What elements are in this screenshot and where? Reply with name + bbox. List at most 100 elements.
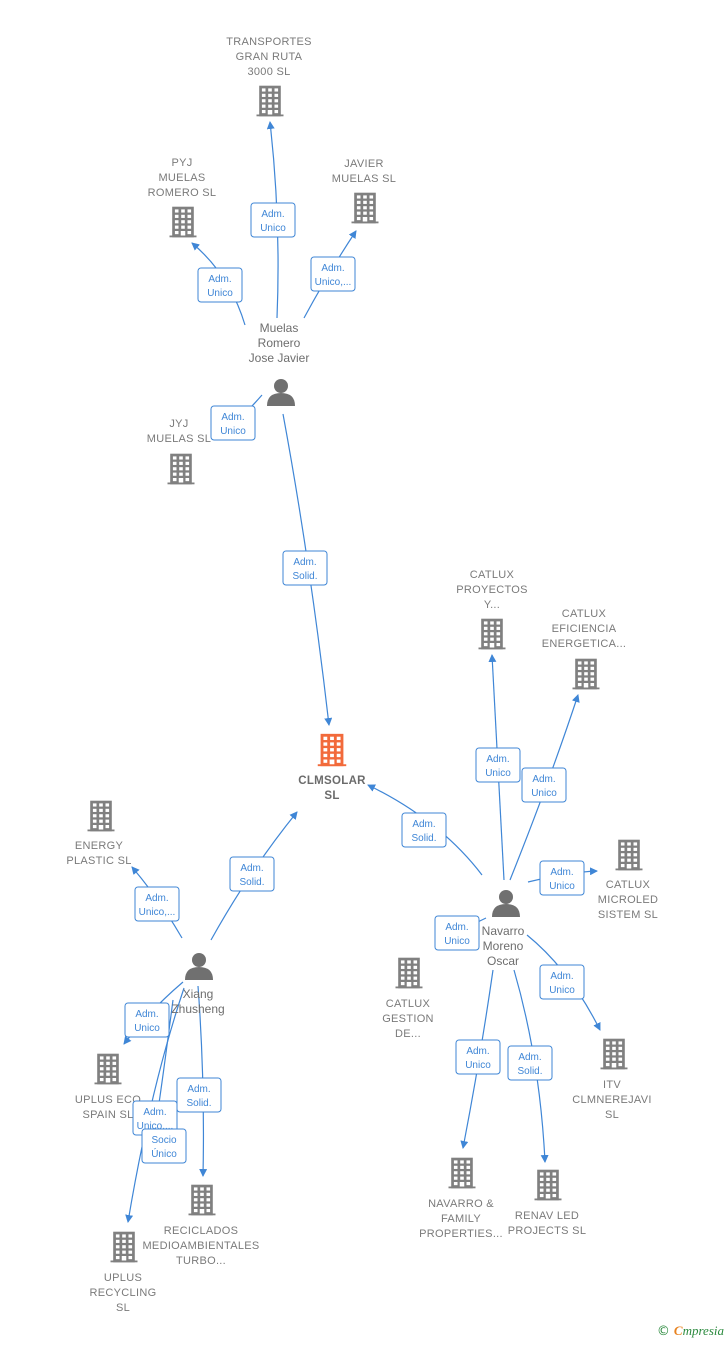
edge-label-box[interactable]: Adm.Solid. [401, 812, 447, 848]
edge-label-text: Unico [444, 936, 470, 947]
person-icon [185, 953, 213, 980]
edge-label-box[interactable]: Adm.Unico [521, 767, 567, 803]
edge-label-box[interactable]: Adm.Unico [210, 405, 256, 441]
node-label: CLMSOLAR [298, 775, 366, 787]
edge-label-box[interactable]: Adm.Unico [475, 747, 521, 783]
node-label: JAVIER [344, 158, 384, 170]
node-label: MUELAS [158, 172, 205, 184]
node-label: CATLUX [386, 998, 431, 1010]
edge-label-box[interactable]: Adm.Unico [124, 1002, 170, 1038]
building-icon [395, 957, 423, 989]
company-node-clmsolar[interactable]: CLMSOLAR SL [298, 733, 366, 802]
edge-label-box[interactable]: Adm.Solid. [507, 1045, 553, 1081]
edge-label-background [475, 747, 521, 783]
edge-label-box[interactable]: Adm.Unico,... [134, 886, 180, 922]
edge-label-text: Adm. [293, 557, 316, 568]
company-node-navarro_fam[interactable]: NAVARRO &FAMILYPROPERTIES... [419, 1157, 503, 1240]
brand-first-letter: C [673, 1323, 683, 1338]
edge-label-text: Unico,... [139, 907, 176, 918]
company-node-reciclados[interactable]: RECICLADOSMEDIOAMBIENTALESTURBO... [142, 1184, 259, 1267]
edge-label-text: Adm. [412, 819, 435, 830]
edge-label-text: Adm. [221, 412, 244, 423]
node-label: ENERGY [75, 840, 124, 852]
node-label: Muelas [260, 321, 299, 335]
node-label: Oscar [487, 954, 519, 968]
edge-line [125, 987, 185, 1223]
edge-label-box[interactable]: Adm.Unico [197, 267, 243, 303]
edge-label-background [197, 267, 243, 303]
node-label: SL [605, 1109, 619, 1121]
building-icon [110, 1231, 138, 1263]
edge-label-background [134, 886, 180, 922]
edge-xiang-to-uplus_rec [125, 987, 185, 1223]
edge-label-box[interactable]: Adm.Unico,... [310, 256, 356, 292]
edge-label-box[interactable]: Adm. Solid. [282, 550, 328, 586]
company-node-renav[interactable]: RENAV LED PROJECTS SL [508, 1169, 587, 1237]
node-label: CLMNEREJAVI [572, 1094, 652, 1106]
building-icon [448, 1157, 476, 1189]
edge-label-text: Adm. [466, 1046, 489, 1057]
edge-label-text: Adm. [550, 971, 573, 982]
node-label: PLASTIC SL [66, 855, 131, 867]
edge-label-text: Adm. [550, 867, 573, 878]
edge-label-background [282, 550, 328, 586]
edge-label-background [310, 256, 356, 292]
building-icon [534, 1169, 562, 1201]
node-label: Moreno [483, 939, 524, 953]
building-icon [94, 1053, 122, 1085]
node-label: Zhusheng [171, 1002, 224, 1016]
edge-label-background [539, 860, 585, 896]
copyright-symbol: © [656, 1324, 670, 1339]
edge-label-background [455, 1039, 501, 1075]
edge-label-text: Adm. [486, 754, 509, 765]
edge-label-text: Adm. [240, 863, 263, 874]
company-node-catlux_proy[interactable]: CATLUXPROYECTOSY... [456, 569, 528, 650]
node-label: PYJ [171, 157, 192, 169]
company-node-catlux_gest[interactable]: CATLUXGESTIONDE... [382, 957, 434, 1040]
node-label: DE... [395, 1028, 421, 1040]
node-label: SL [324, 790, 339, 802]
edge-label-background [250, 202, 296, 238]
person-icon [492, 890, 520, 917]
building-icon [256, 85, 284, 117]
company-node-energy[interactable]: ENERGY PLASTIC SL [66, 800, 131, 867]
node-label: CATLUX [562, 608, 607, 620]
company-node-catlux_ef[interactable]: CATLUXEFICIENCIAENERGETICA... [542, 608, 627, 690]
node-label: SISTEM SL [598, 909, 658, 921]
edge-label-box[interactable]: Adm.Unico [455, 1039, 501, 1075]
node-label: Romero [258, 336, 301, 350]
node-label: PROJECTS SL [508, 1225, 587, 1237]
brand-name: mpresia [682, 1323, 724, 1338]
edge-label-box[interactable]: Adm.Unico [539, 860, 585, 896]
edge-label-box[interactable]: Adm.Unico [250, 202, 296, 238]
edge-label-text: Adm. [518, 1052, 541, 1063]
edge-label-text: Solid. [292, 571, 317, 582]
building-icon [317, 733, 347, 767]
node-label: RENAV LED [515, 1210, 579, 1222]
edge-label-box[interactable]: Adm.Unico,... [132, 1100, 178, 1136]
edge-label-box[interactable]: Adm.Solid. [229, 856, 275, 892]
building-icon [169, 206, 197, 238]
edge-label-box[interactable]: Adm. Unico [539, 964, 585, 1000]
edge-label-text: Adm. [208, 274, 231, 285]
building-icon [87, 800, 115, 832]
edge-label-text: Adm. [135, 1009, 158, 1020]
edge-label-box[interactable]: Adm.Solid. [176, 1077, 222, 1113]
edge-label-text: Unico [549, 985, 575, 996]
edge-label-text: Adm. [321, 263, 344, 274]
node-label: Jose Javier [249, 351, 310, 365]
edge-label-box[interactable]: Adm.Unico [434, 915, 480, 951]
